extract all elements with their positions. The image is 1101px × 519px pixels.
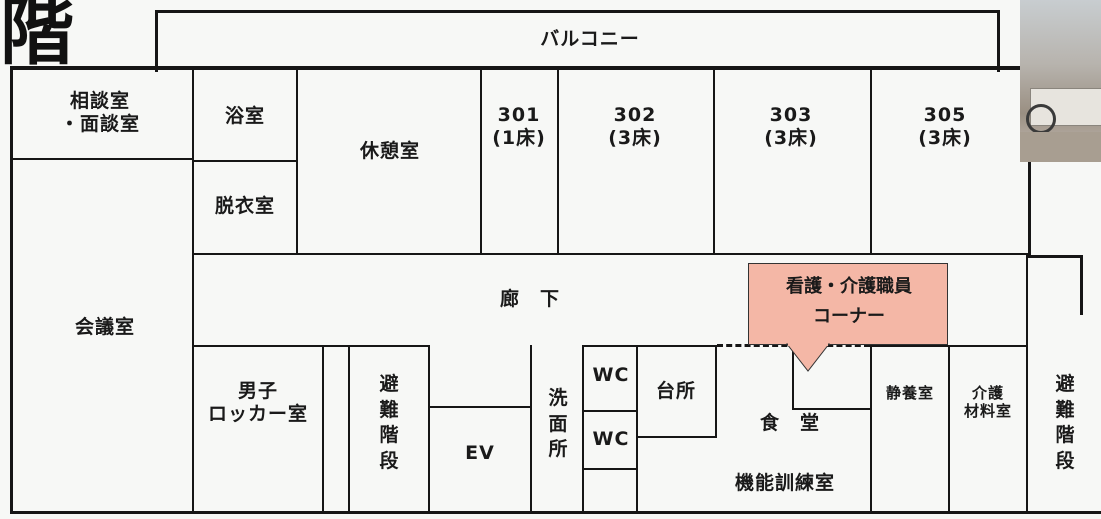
stairs-right-label: 避難階段: [1055, 373, 1075, 472]
wall-m: [636, 345, 638, 513]
wall-d: [557, 70, 559, 255]
balcony-label: バルコニー: [540, 28, 640, 50]
staff-corner-callout: 看護・介護職員 コーナー: [748, 263, 948, 345]
kitchen-label: 台所: [655, 380, 696, 402]
care-storage-label: 介護材料室: [963, 384, 1012, 420]
wall-kitchen-right: [715, 345, 717, 438]
recuperation-room-label: 静養室: [885, 384, 934, 402]
changing-room-label: 脱衣室: [214, 195, 275, 217]
wall-g: [192, 255, 194, 513]
wall-consult-bottom: [10, 158, 194, 160]
outer-wall-right-lower: [1080, 255, 1083, 315]
bath-label: 浴室: [224, 105, 265, 127]
consultation-room-label: 相談室・面談室: [59, 90, 140, 135]
wall-kitchen-bottom: [636, 436, 717, 438]
wall-dining-notch: [792, 408, 870, 410]
wall-wc-mid: [582, 410, 637, 412]
meeting-room-label: 会議室: [74, 316, 135, 338]
wall-wc-bottom: [582, 468, 637, 470]
balcony-area: [155, 10, 1000, 72]
wall-j: [428, 345, 430, 513]
photo-floor: [1020, 132, 1101, 162]
outer-wall-right-step: [1028, 255, 1082, 258]
wall-l: [582, 345, 584, 513]
wall-p: [948, 345, 950, 513]
room-305-label: 305(3床): [918, 104, 972, 149]
room-photo: [1020, 0, 1101, 162]
dining-label: 食 堂: [759, 412, 820, 434]
corridor-label: 廊 下: [499, 288, 560, 310]
lounge-label: 休憩室: [359, 140, 420, 162]
wall-i: [348, 345, 350, 513]
callout-line-2: コーナー: [813, 306, 885, 327]
wall-k: [530, 345, 532, 513]
wall-n: [792, 345, 794, 410]
room-302-label: 302(3床): [608, 104, 662, 149]
callout-line-1: 看護・介護職員: [786, 276, 912, 297]
stairs-left-label: 避難階段: [379, 373, 399, 472]
wall-o: [870, 345, 872, 513]
locker-room-label: 男子ロッカー室: [207, 380, 308, 425]
wall-e: [713, 70, 715, 255]
callout-pointer: [785, 343, 831, 372]
wall-bath-bottom: [192, 160, 298, 162]
photo-wheelchair: [1026, 104, 1056, 134]
wall-a: [192, 70, 194, 255]
washroom-label: 洗面所: [548, 387, 568, 461]
wall-corridor-top: [192, 253, 1030, 255]
room-303-label: 303(3床): [764, 104, 818, 149]
wall-h: [322, 345, 324, 513]
training-room-label: 機能訓練室: [734, 472, 835, 494]
outer-wall-top: [10, 66, 1030, 70]
outer-wall-left: [10, 66, 13, 514]
wall-b: [296, 70, 298, 255]
wall-f: [870, 70, 872, 255]
elevator-label: EV: [465, 442, 495, 464]
wall-ev-top: [428, 406, 530, 408]
outer-wall-bottom: [10, 511, 1101, 514]
wall-corridor-bottom-right: [870, 345, 1028, 347]
wall-wc-top: [582, 345, 717, 347]
wc-lower-label: WC: [592, 428, 630, 450]
wall-c: [480, 70, 482, 255]
floor-heading: 階: [0, 0, 74, 75]
wall-q: [1026, 255, 1028, 513]
wall-corridor-bottom-left: [192, 345, 428, 347]
room-301-label: 301(1床): [492, 104, 546, 149]
wc-upper-label: WC: [592, 364, 630, 386]
